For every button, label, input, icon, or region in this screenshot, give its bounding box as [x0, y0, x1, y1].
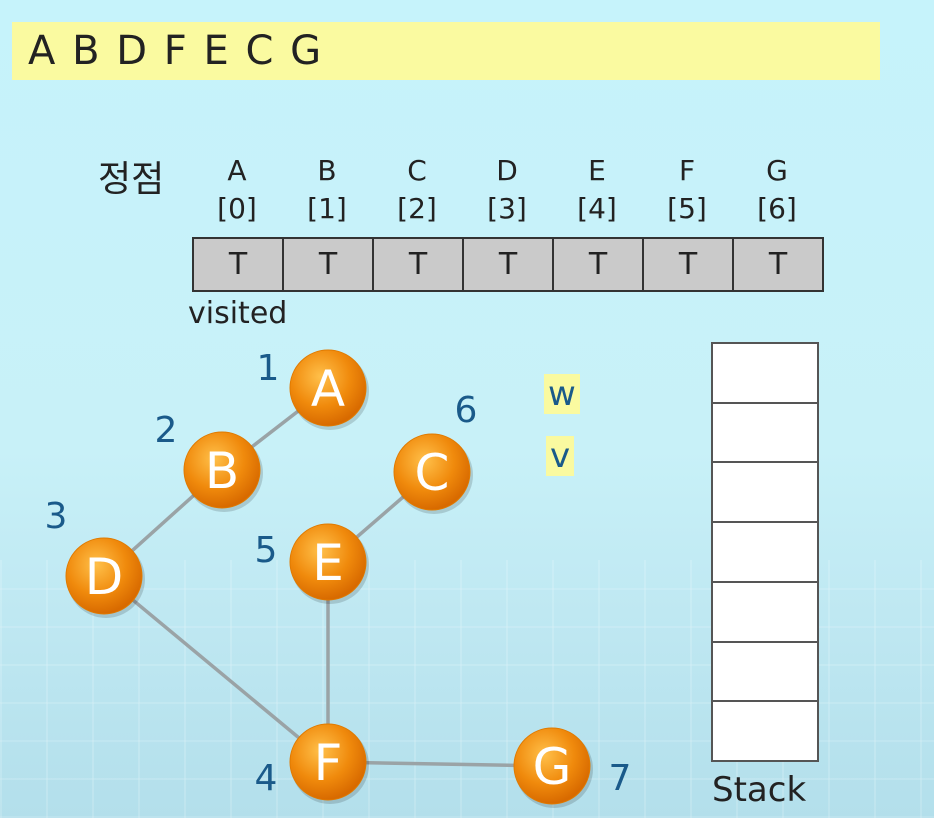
visited-cell-d: T: [464, 239, 554, 290]
node-label: D: [85, 548, 124, 606]
visit-order-f: 4: [255, 758, 278, 799]
node-e: E: [289, 523, 369, 604]
column-header-g: G [6]: [732, 152, 822, 228]
column-header-a: A [0]: [192, 152, 282, 228]
column-index: [3]: [487, 192, 527, 225]
column-name: D: [496, 154, 518, 187]
edge-d-f: [102, 574, 330, 764]
column-header-c: C [2]: [372, 152, 462, 228]
visit-order-a: 1: [257, 348, 280, 389]
node-label: A: [311, 360, 345, 418]
visited-cell-f: T: [644, 239, 734, 290]
stack-slot: [713, 642, 817, 703]
visited-cell-b: T: [284, 239, 374, 290]
node-label: C: [415, 444, 450, 502]
traversal-banner: A B D F E C G: [12, 22, 880, 80]
column-name: C: [407, 154, 427, 187]
column-index: [5]: [667, 192, 707, 225]
column-index: [1]: [307, 192, 347, 225]
visit-order-g: 7: [609, 758, 632, 799]
node-label: E: [312, 534, 344, 592]
visited-label: visited: [188, 296, 288, 331]
stack-slot: [713, 403, 817, 464]
visited-cell-a: T: [194, 239, 284, 290]
stack-slot: [713, 523, 817, 583]
pointer-v: v: [546, 436, 575, 476]
node-g: G: [513, 727, 593, 808]
node-f: F: [289, 723, 369, 804]
stack-slot: [713, 463, 817, 524]
visited-cell-c: T: [374, 239, 464, 290]
column-index: [0]: [217, 192, 257, 225]
column-name: E: [588, 154, 606, 187]
node-b: B: [183, 431, 263, 512]
column-header-e: E [4]: [552, 152, 642, 228]
column-name: A: [227, 154, 247, 187]
node-a: A: [289, 349, 369, 430]
node-label: B: [205, 442, 239, 500]
column-header-b: B [1]: [282, 152, 372, 228]
column-header-d: D [3]: [462, 152, 552, 228]
column-index: [6]: [757, 192, 797, 225]
stack-label: Stack: [712, 770, 807, 810]
vertex-label: 정점: [98, 159, 165, 200]
node-c: C: [393, 433, 473, 514]
column-name: B: [317, 154, 337, 187]
stack-slot: [713, 582, 817, 643]
visit-order-d: 3: [45, 496, 68, 537]
pointer-w: w: [544, 374, 580, 414]
visit-order-c: 6: [455, 390, 478, 431]
node-label: G: [533, 738, 572, 796]
stack-slot: [713, 702, 817, 761]
visited-cell-g: T: [734, 239, 822, 290]
visit-order-b: 2: [155, 410, 178, 451]
visited-cell-e: T: [554, 239, 644, 290]
column-index: [2]: [397, 192, 437, 225]
stack: [711, 342, 819, 762]
stack-slot: [713, 344, 817, 404]
node-d: D: [65, 537, 145, 618]
visit-order-e: 5: [255, 530, 278, 571]
column-name: G: [766, 154, 788, 187]
column-header-f: F [5]: [642, 152, 732, 228]
column-index: [4]: [577, 192, 617, 225]
column-name: F: [678, 154, 696, 187]
node-label: F: [314, 734, 343, 792]
